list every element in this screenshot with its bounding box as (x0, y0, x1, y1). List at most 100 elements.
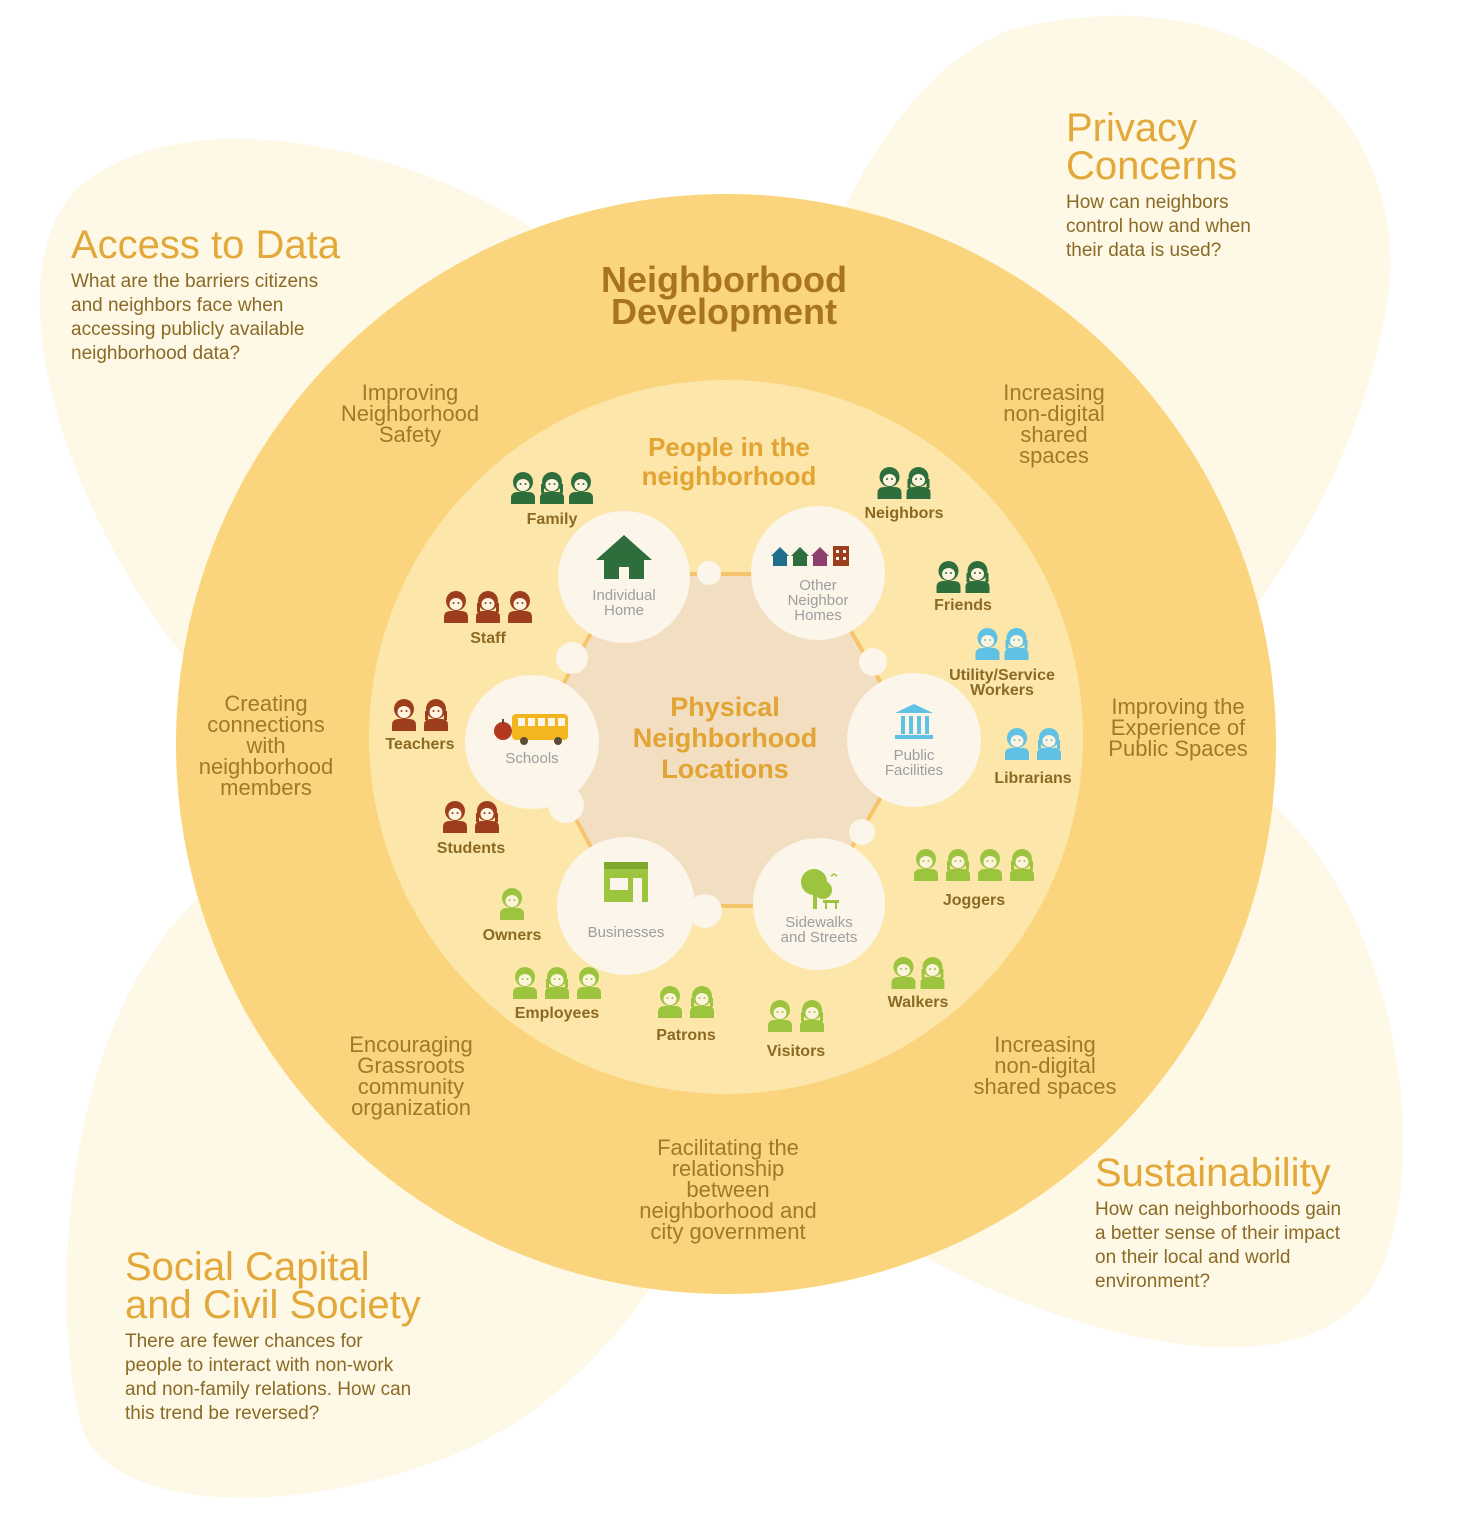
people-owners: Owners (483, 888, 542, 944)
building-icon (895, 704, 933, 739)
person-icon (1004, 628, 1029, 660)
people-employees: Employees (513, 967, 601, 1022)
people-label: Joggers (943, 892, 1005, 909)
connector-dots (548, 561, 887, 928)
location-bubble (751, 506, 885, 640)
connector-dot (556, 642, 588, 674)
people-label: Neighbors (864, 505, 943, 522)
person-icon (513, 967, 537, 999)
person-icon (946, 849, 970, 881)
people-label: Visitors (767, 1043, 826, 1060)
person-icon (475, 801, 499, 833)
person-icon (500, 888, 524, 920)
corner-title: Sustainability (1095, 1151, 1331, 1195)
person-icon (936, 561, 961, 593)
person-icon (392, 699, 416, 731)
location-label: Businesses (588, 924, 665, 941)
person-icon (1010, 849, 1034, 881)
people-visitors: Visitors (767, 1000, 826, 1060)
connector-dot (849, 819, 875, 845)
people-patrons: Patrons (656, 986, 716, 1044)
person-icon (920, 957, 945, 989)
person-icon (540, 472, 564, 504)
people-label: Friends (934, 597, 992, 614)
person-icon (511, 472, 535, 504)
person-icon (965, 561, 990, 593)
person-icon (975, 628, 1000, 660)
location-bubble (557, 837, 695, 975)
person-icon (476, 591, 500, 623)
connector-dot (688, 894, 722, 928)
storefront-icon (604, 862, 648, 902)
person-icon (800, 1000, 824, 1032)
person-icon (569, 472, 593, 504)
person-icon (1005, 728, 1029, 760)
people-label: Teachers (385, 736, 454, 753)
location-schools: Schools (465, 675, 599, 809)
person-icon (978, 849, 1002, 881)
people-friends: Friends (934, 561, 992, 614)
people-label: Patrons (656, 1027, 716, 1044)
location-businesses: Businesses (557, 837, 695, 975)
person-icon (444, 591, 468, 623)
person-icon (443, 801, 467, 833)
people-students: Students (437, 801, 505, 857)
people-librarians: Librarians (994, 728, 1072, 787)
connector-dot (697, 561, 721, 585)
people-label: Staff (470, 630, 506, 647)
school-bus-icon (494, 714, 568, 745)
people-neighbors: Neighbors (864, 467, 944, 522)
person-icon (891, 957, 916, 989)
location-label: Schools (505, 750, 558, 767)
people-joggers: Joggers (914, 849, 1034, 909)
person-icon (508, 591, 532, 623)
person-icon (658, 986, 682, 1018)
person-icon (768, 1000, 792, 1032)
person-icon (577, 967, 601, 999)
people-walkers: Walkers (888, 957, 949, 1011)
people-label: Walkers (888, 994, 949, 1011)
person-icon (914, 849, 938, 881)
person-icon (690, 986, 714, 1018)
person-icon (1037, 728, 1061, 760)
person-icon (877, 467, 902, 499)
location-bubble (847, 673, 981, 807)
tree-bench-icon (801, 869, 839, 909)
person-icon (906, 467, 931, 499)
people-label: Owners (483, 927, 542, 944)
people-label: Family (527, 511, 578, 528)
person-icon (545, 967, 569, 999)
people-label: Employees (515, 1005, 600, 1022)
location-bubble (465, 675, 599, 809)
